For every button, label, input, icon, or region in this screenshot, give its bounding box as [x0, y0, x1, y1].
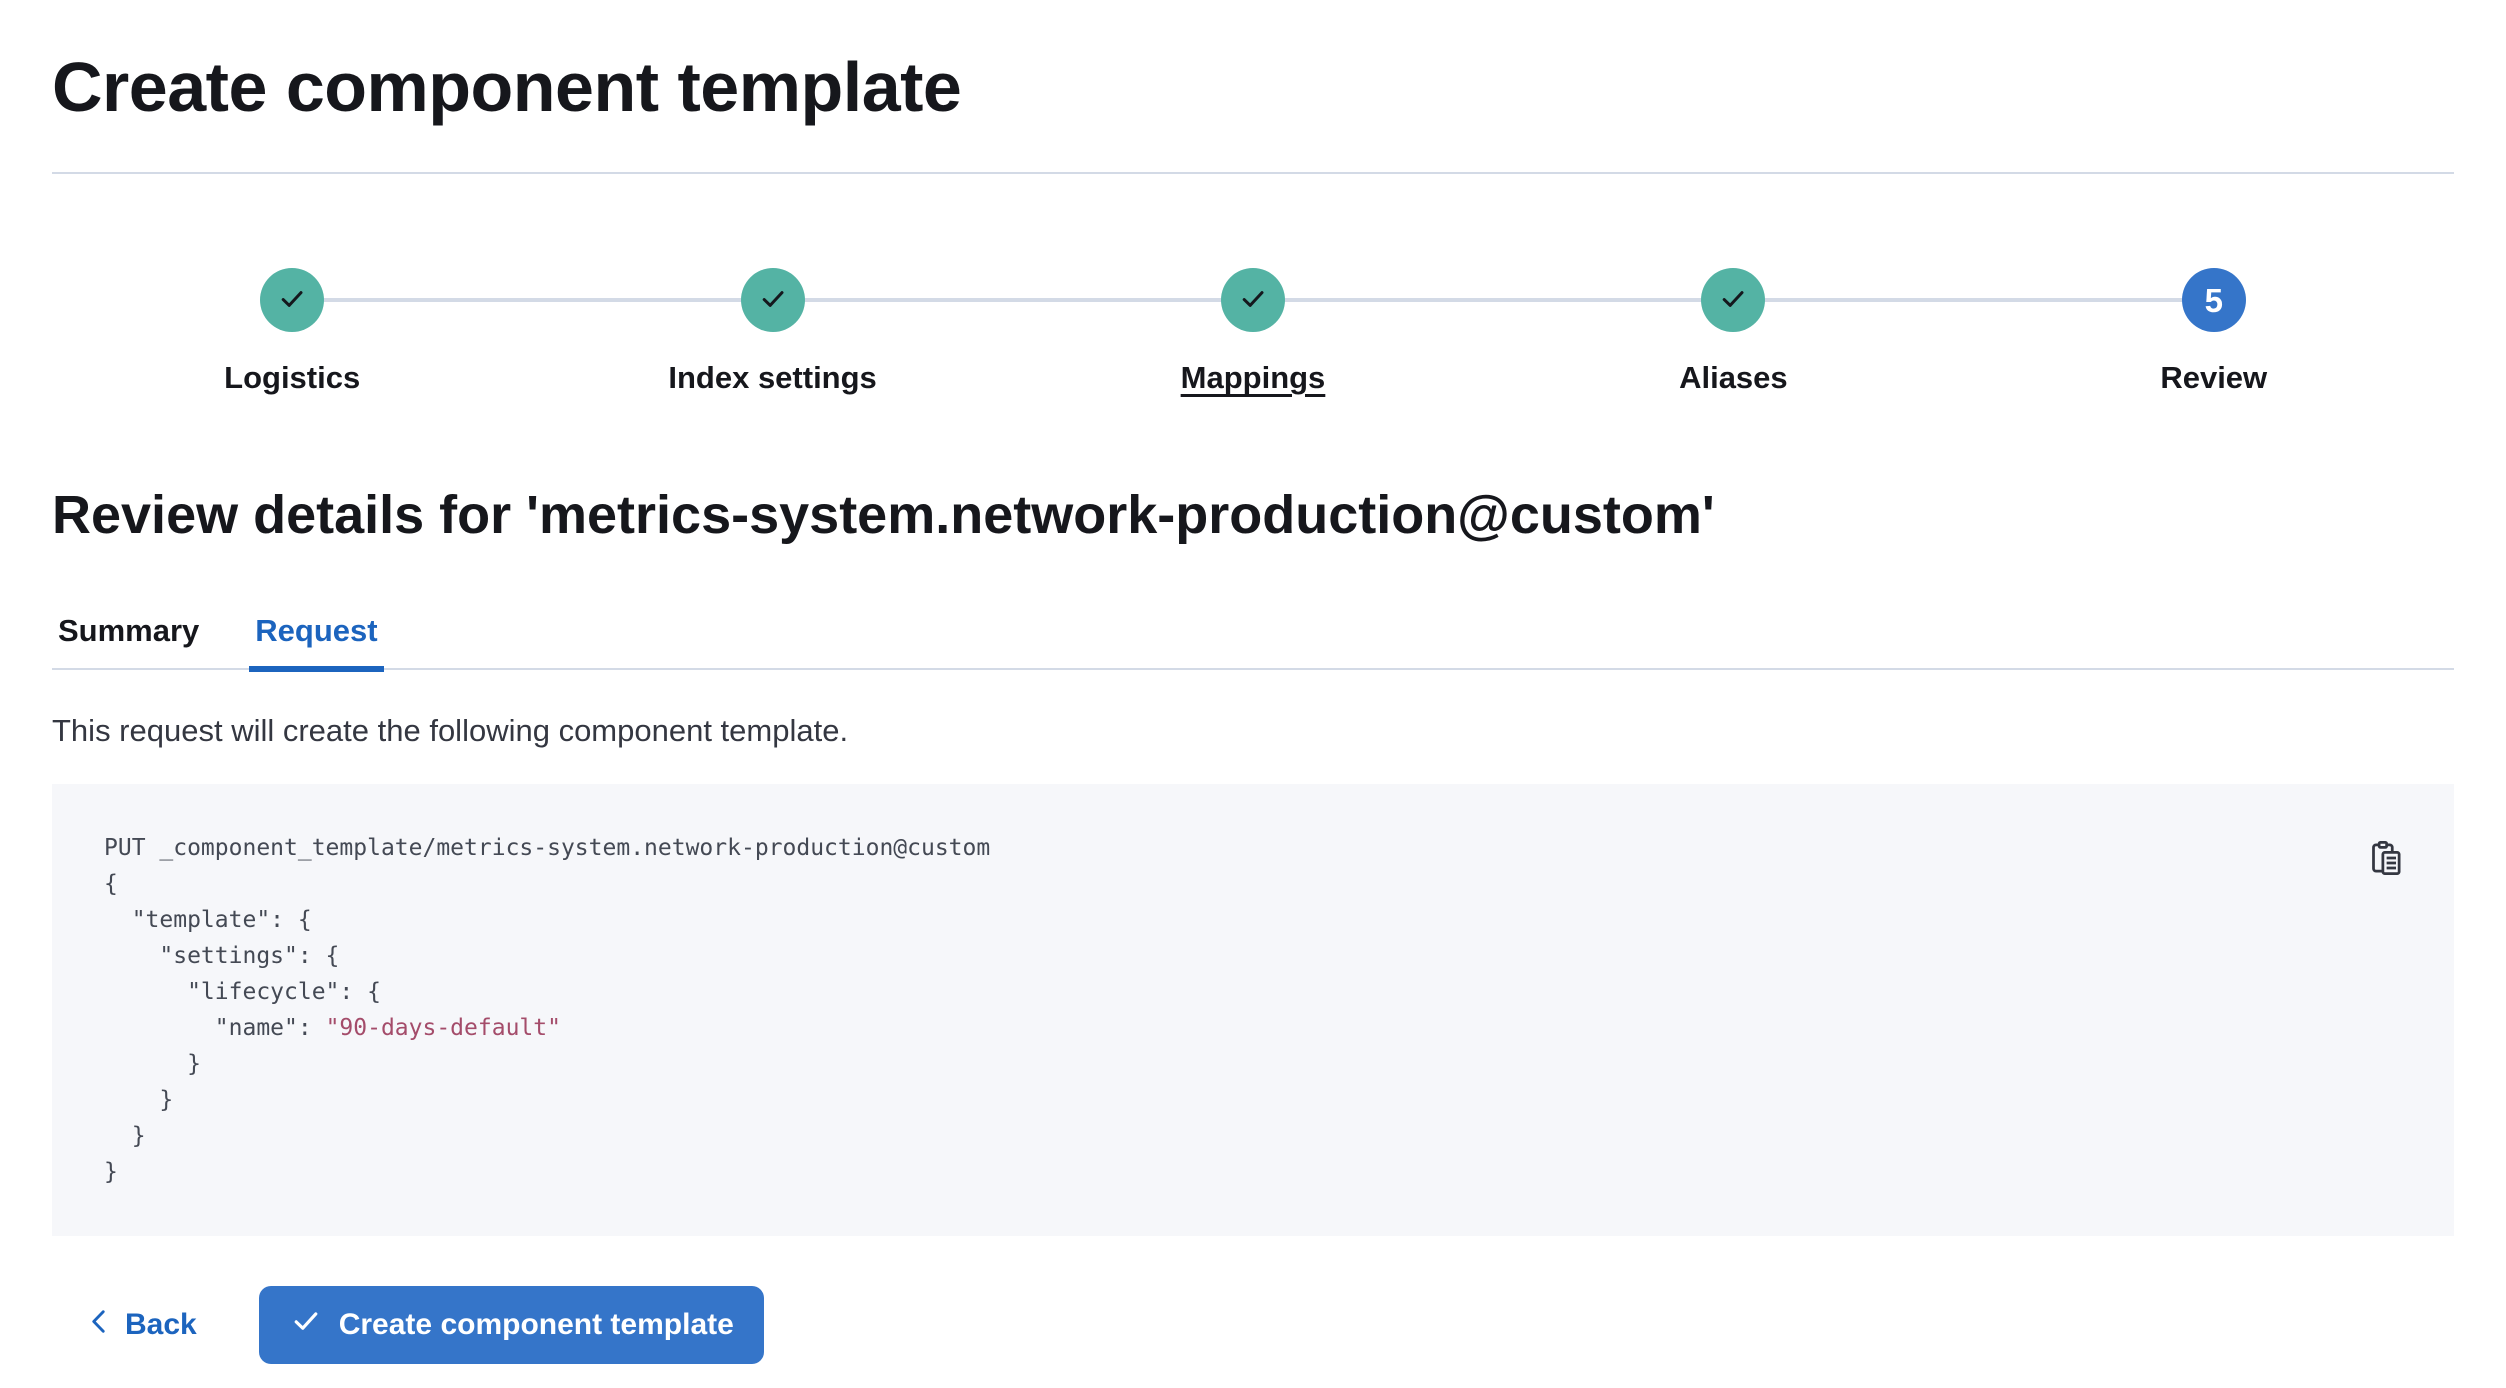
- review-details-heading: Review details for 'metrics-system.netwo…: [52, 485, 1715, 545]
- title-divider: [52, 172, 2454, 174]
- step-aliases[interactable]: Aliases: [1493, 268, 1973, 396]
- step-current-circle: 5: [2181, 268, 2246, 332]
- footer-actions: Back Create component template: [52, 1286, 2454, 1364]
- code-text: "settings": {: [104, 943, 340, 969]
- back-button[interactable]: Back: [52, 1286, 221, 1364]
- tab-summary[interactable]: Summary: [52, 612, 205, 668]
- code-line: }: [104, 1118, 2402, 1154]
- chevron-left-icon: [86, 1308, 113, 1343]
- review-tabs: Summary Request: [52, 612, 2454, 672]
- copy-icon: [2366, 841, 2406, 881]
- step-label: Aliases: [1679, 360, 1788, 395]
- copy-to-clipboard-button[interactable]: [2366, 838, 2406, 878]
- code-line: PUT _component_template/metrics-system.n…: [104, 830, 2402, 866]
- request-description: This request will create the following c…: [52, 713, 849, 748]
- step-complete-circle: [1701, 268, 1766, 332]
- step-number: 5: [2204, 281, 2223, 319]
- step-mappings[interactable]: Mappings: [1013, 268, 1493, 396]
- check-icon: [276, 283, 308, 318]
- code-string-value: "90-days-default": [325, 1015, 561, 1041]
- tab-request[interactable]: Request: [249, 612, 384, 672]
- code-text: }: [104, 1159, 118, 1185]
- step-complete-circle: [1220, 268, 1285, 332]
- code-text: }: [104, 1087, 174, 1113]
- check-icon: [289, 1304, 323, 1346]
- back-button-label: Back: [125, 1308, 197, 1341]
- step-label: Logistics: [224, 360, 361, 395]
- code-text: }: [104, 1123, 146, 1149]
- code-text: {: [104, 871, 118, 897]
- code-text: "name":: [104, 1015, 326, 1041]
- check-icon: [757, 283, 789, 318]
- code-line: }: [104, 1154, 2402, 1190]
- step-label: Index settings: [668, 360, 877, 395]
- step-indicator: Logistics Index settings Mappings: [52, 268, 2454, 396]
- code-line: "lifecycle": {: [104, 974, 2402, 1010]
- step-label: Mappings: [1180, 360, 1326, 395]
- step-index-settings[interactable]: Index settings: [532, 268, 1012, 396]
- check-icon: [1717, 283, 1749, 318]
- code-line: "name": "90-days-default": [104, 1010, 2402, 1046]
- code-text: }: [104, 1051, 201, 1077]
- code-line: "template": {: [104, 902, 2402, 938]
- code-line: }: [104, 1082, 2402, 1118]
- step-review[interactable]: 5 Review: [1974, 268, 2454, 396]
- code-text: PUT _component_template/metrics-system.n…: [104, 835, 991, 861]
- step-label: Review: [2160, 360, 2268, 395]
- code-line: }: [104, 1046, 2402, 1082]
- step-complete-circle: [740, 268, 805, 332]
- code-line: "settings": {: [104, 938, 2402, 974]
- code-text: "template": {: [104, 907, 312, 933]
- code-text: "lifecycle": {: [104, 979, 381, 1005]
- page-title: Create component template: [52, 48, 962, 126]
- request-code-block: PUT _component_template/metrics-system.n…: [52, 784, 2454, 1236]
- create-component-template-button[interactable]: Create component template: [258, 1286, 764, 1364]
- check-icon: [1237, 283, 1269, 318]
- create-button-label: Create component template: [338, 1308, 734, 1341]
- code-line: {: [104, 866, 2402, 902]
- step-logistics[interactable]: Logistics: [52, 268, 532, 396]
- step-complete-circle: [260, 268, 325, 332]
